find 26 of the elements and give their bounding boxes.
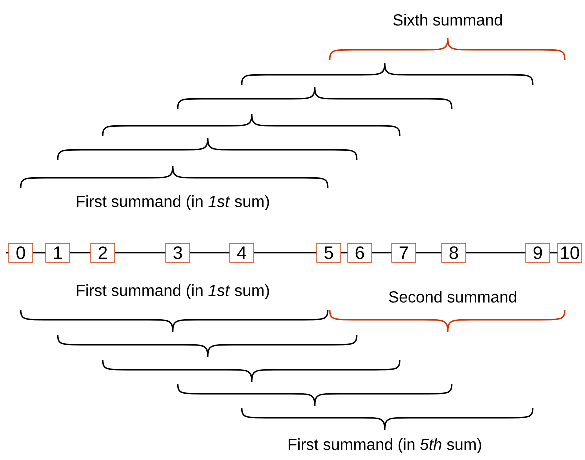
brace-label: First summand (in 5th sum) <box>288 438 482 454</box>
number-box: 6 <box>348 243 372 263</box>
line-segment <box>416 252 442 254</box>
line-segment <box>341 252 348 254</box>
line-segment <box>466 252 526 254</box>
brace-label: Second summand <box>389 291 516 303</box>
line-segment <box>550 252 558 254</box>
number-box: 2 <box>90 243 116 263</box>
brace-label: First summand (in 1st sum) <box>77 284 270 300</box>
line-segment <box>190 252 230 254</box>
brace-label: First summand (in 1st sum) <box>77 196 270 210</box>
number-box: 10 <box>558 243 582 263</box>
number-box: 9 <box>526 243 550 263</box>
number-box: 1 <box>46 243 70 263</box>
number-box: 5 <box>316 243 342 263</box>
line-segment <box>254 252 317 254</box>
line-segment <box>33 252 46 254</box>
brace-label: Sixth summand <box>394 14 502 26</box>
number-box: 8 <box>442 243 466 263</box>
line-segment <box>372 252 392 254</box>
number-box: 0 <box>8 243 34 263</box>
number-box: 3 <box>166 243 190 263</box>
number-box: 4 <box>230 243 254 263</box>
number-box: 7 <box>392 243 416 263</box>
line-segment <box>70 252 91 254</box>
line-segment <box>115 252 166 254</box>
